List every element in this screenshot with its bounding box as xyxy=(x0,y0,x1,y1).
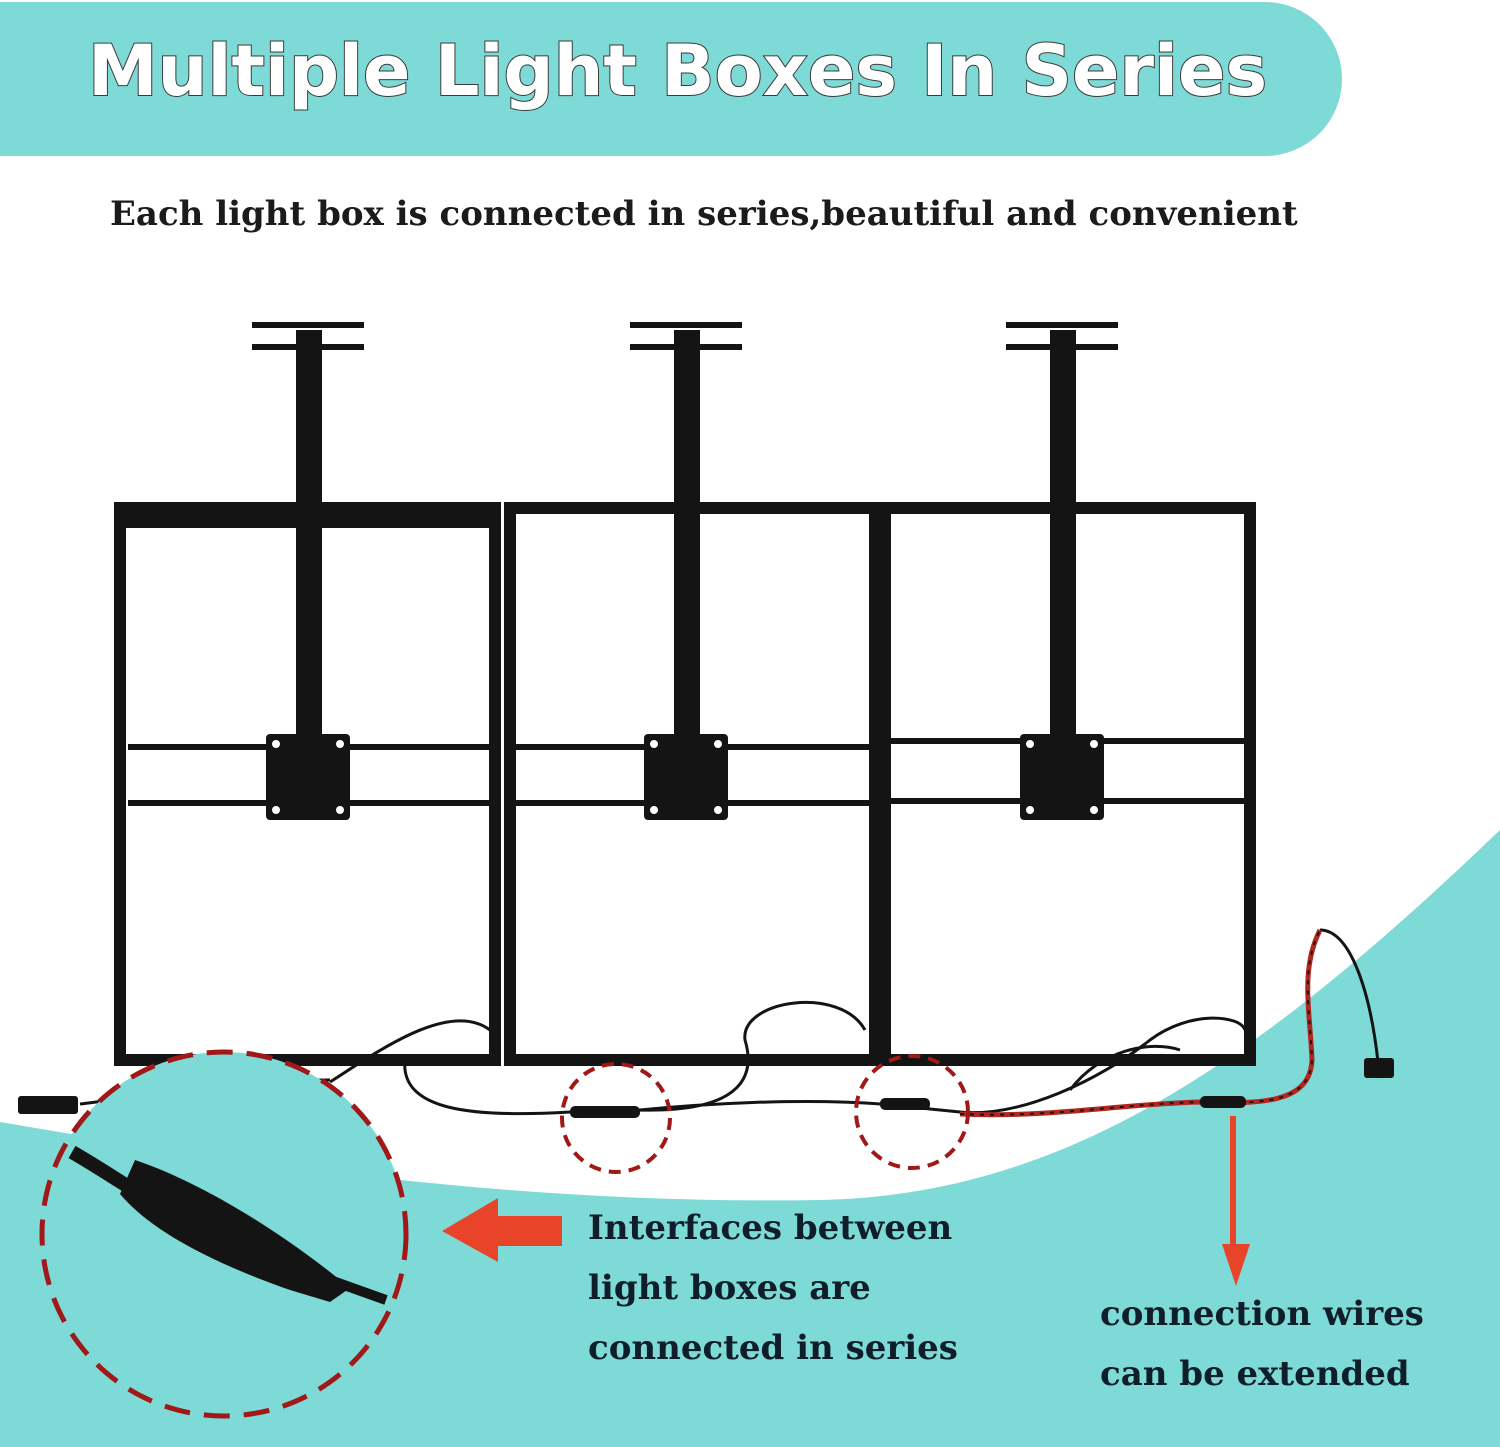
callout-interfaces: Interfaces between light boxes are conne… xyxy=(588,1198,958,1378)
arrow-left-icon xyxy=(442,1198,562,1262)
callout-line: connection wires xyxy=(1100,1294,1424,1334)
subtitle: Each light box is connected in series,be… xyxy=(110,194,1298,234)
banner-title: Multiple Light Boxes In Series xyxy=(87,29,1268,113)
ceiling-mount-icon xyxy=(1006,322,1118,820)
ceiling-mount-icon xyxy=(252,322,364,820)
arrow-down-icon xyxy=(1222,1116,1250,1286)
joint-highlight-circle xyxy=(854,1054,970,1170)
callout-line: can be extended xyxy=(1100,1354,1410,1394)
title-banner: Multiple Light Boxes In Series xyxy=(0,2,1342,156)
mount-screw-holes xyxy=(272,740,1098,814)
callout-line: light boxes are xyxy=(588,1268,871,1308)
callout-line: connected in series xyxy=(588,1328,958,1368)
magnified-connector xyxy=(39,1049,409,1419)
connector-plug-icon xyxy=(18,1058,1394,1118)
callout-line: Interfaces between xyxy=(588,1208,953,1248)
callout-wires: connection wires can be extended xyxy=(1100,1284,1424,1404)
joint-highlight-circle xyxy=(560,1062,672,1174)
ceiling-mount-icon xyxy=(630,322,742,820)
